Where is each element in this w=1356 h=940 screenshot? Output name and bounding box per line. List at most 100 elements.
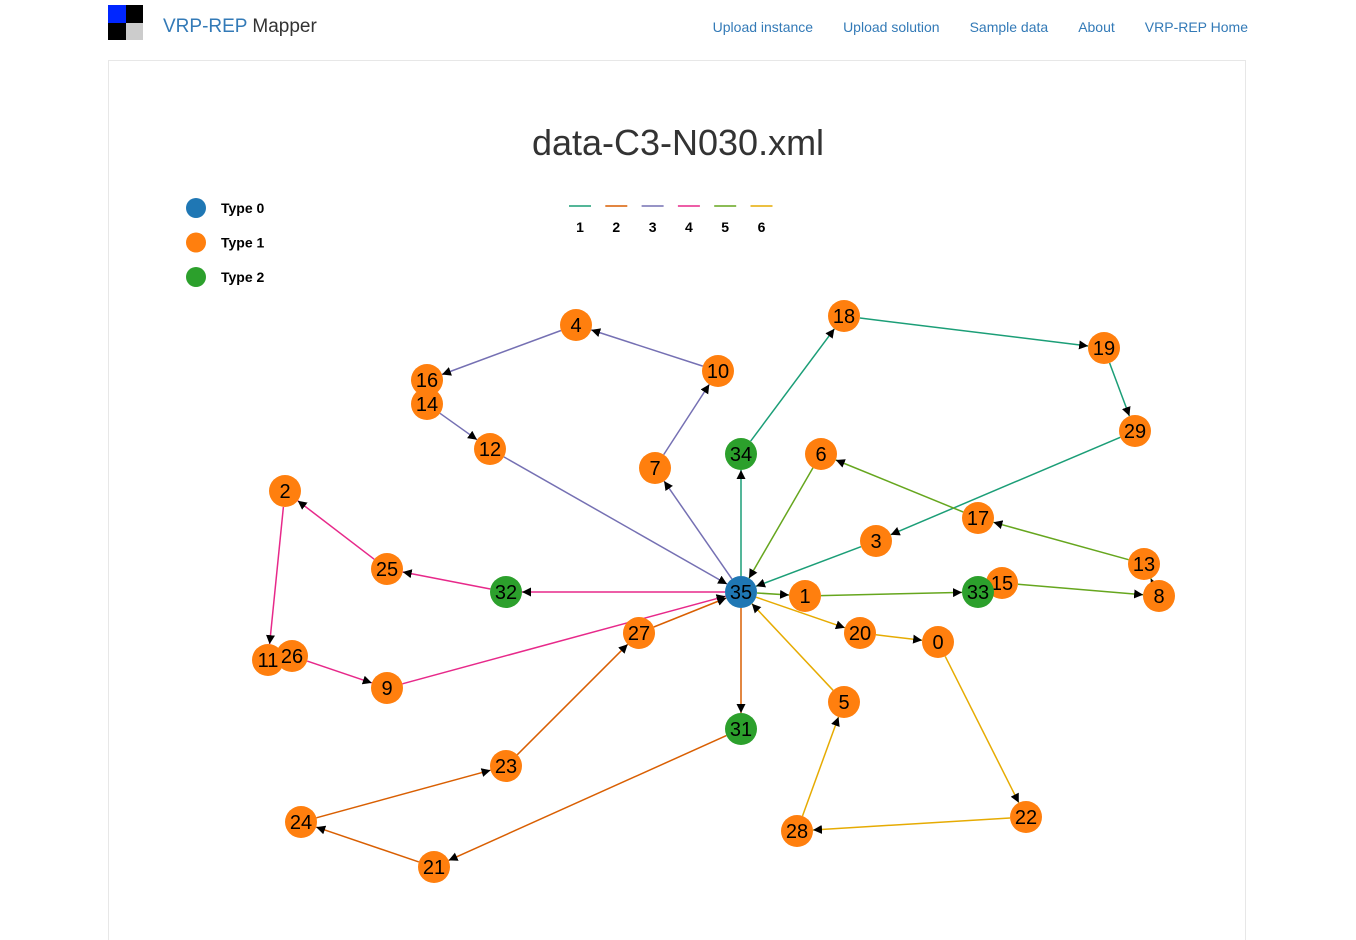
node-34-label: 34 bbox=[730, 444, 752, 466]
node-15[interactable]: 15 bbox=[986, 567, 1018, 599]
node-13-label: 13 bbox=[1133, 554, 1155, 576]
node-24-circle bbox=[285, 806, 317, 838]
node-24[interactable]: 24 bbox=[285, 806, 317, 838]
route-5-edge-17-6 bbox=[835, 459, 964, 513]
node-23[interactable]: 23 bbox=[490, 750, 522, 782]
node-11[interactable]: 11 bbox=[252, 644, 284, 676]
legend-route-1-label: 1 bbox=[576, 219, 584, 235]
route-3-edge-12-35 bbox=[503, 456, 728, 585]
route-4-edge-25-2 bbox=[297, 500, 375, 560]
node-34[interactable]: 34 bbox=[725, 438, 757, 470]
node-32[interactable]: 32 bbox=[490, 576, 522, 608]
node-22[interactable]: 22 bbox=[1010, 801, 1042, 833]
node-24-label: 24 bbox=[290, 812, 312, 834]
node-2[interactable]: 2 bbox=[269, 475, 301, 507]
node-15-label: 15 bbox=[991, 573, 1013, 595]
node-25-label: 25 bbox=[376, 559, 398, 581]
node-11-label: 11 bbox=[258, 650, 279, 672]
node-28[interactable]: 28 bbox=[781, 815, 813, 847]
node-27[interactable]: 27 bbox=[623, 617, 655, 649]
node-0-label: 0 bbox=[932, 632, 943, 654]
node-7[interactable]: 7 bbox=[639, 452, 671, 484]
node-25-circle bbox=[371, 553, 403, 585]
route-5-edge-1-33 bbox=[820, 588, 963, 598]
nav-links: Upload instance Upload solution Sample d… bbox=[713, 17, 1248, 37]
node-19[interactable]: 19 bbox=[1088, 332, 1120, 364]
node-12[interactable]: 12 bbox=[474, 433, 506, 465]
node-1[interactable]: 1 bbox=[789, 580, 821, 612]
node-3[interactable]: 3 bbox=[860, 525, 892, 557]
route-4-edge-9-35 bbox=[402, 594, 726, 685]
node-13-circle bbox=[1128, 548, 1160, 580]
node-20-label: 20 bbox=[849, 623, 871, 645]
nav-about-link[interactable]: About bbox=[1078, 19, 1115, 35]
node-16-label: 16 bbox=[416, 370, 438, 392]
route-6-edge-5-35 bbox=[751, 603, 834, 691]
node-33-circle bbox=[962, 576, 994, 608]
vrp-rep-logo-icon[interactable] bbox=[108, 5, 143, 40]
legend-route-4-label: 4 bbox=[685, 219, 693, 235]
node-8[interactable]: 8 bbox=[1143, 580, 1175, 612]
map-panel bbox=[108, 60, 1246, 940]
node-1-circle bbox=[789, 580, 821, 612]
node-18[interactable]: 18 bbox=[828, 300, 860, 332]
route-2-edge-21-24 bbox=[315, 825, 420, 863]
node-2-label: 2 bbox=[279, 481, 290, 503]
node-29[interactable]: 29 bbox=[1119, 415, 1151, 447]
node-28-circle bbox=[781, 815, 813, 847]
node-26-label: 26 bbox=[281, 646, 303, 668]
node-25[interactable]: 25 bbox=[371, 553, 403, 585]
node-33[interactable]: 33 bbox=[962, 576, 994, 608]
node-0-circle bbox=[922, 626, 954, 658]
node-7-circle bbox=[639, 452, 671, 484]
node-3-circle bbox=[860, 525, 892, 557]
route-5-edge-13-17 bbox=[993, 520, 1129, 561]
node-5[interactable]: 5 bbox=[828, 686, 860, 718]
node-29-label: 29 bbox=[1124, 421, 1146, 443]
node-0[interactable]: 0 bbox=[922, 626, 954, 658]
legend-type-0-swatch bbox=[186, 198, 206, 218]
node-35[interactable]: 35 bbox=[725, 576, 757, 608]
node-21[interactable]: 21 bbox=[418, 851, 450, 883]
node-13[interactable]: 13 bbox=[1128, 548, 1160, 580]
node-18-label: 18 bbox=[833, 306, 855, 328]
node-1-label: 1 bbox=[799, 586, 810, 608]
legend-route-6-label: 6 bbox=[758, 219, 766, 235]
node-17-label: 17 bbox=[967, 508, 989, 530]
route-6-edge-22-28 bbox=[812, 817, 1011, 834]
node-17-circle bbox=[962, 502, 994, 534]
node-10[interactable]: 10 bbox=[702, 355, 734, 387]
node-17[interactable]: 17 bbox=[962, 502, 994, 534]
route-2-edge-31-21 bbox=[448, 734, 727, 862]
node-6-circle bbox=[805, 438, 837, 470]
brand-title[interactable]: VRP-REP Mapper bbox=[163, 15, 317, 39]
route-2-edge-24-23 bbox=[316, 768, 491, 819]
node-31[interactable]: 31 bbox=[725, 713, 757, 745]
node-32-circle bbox=[490, 576, 522, 608]
node-6[interactable]: 6 bbox=[805, 438, 837, 470]
node-28-label: 28 bbox=[786, 821, 808, 843]
node-16[interactable]: 16 bbox=[411, 364, 443, 396]
node-26[interactable]: 26 bbox=[276, 640, 308, 672]
node-20-circle bbox=[844, 617, 876, 649]
node-4[interactable]: 4 bbox=[560, 309, 592, 341]
node-31-circle bbox=[725, 713, 757, 745]
route-3-edge-14-12 bbox=[439, 412, 478, 441]
node-20[interactable]: 20 bbox=[844, 617, 876, 649]
nav-sample-data-link[interactable]: Sample data bbox=[969, 19, 1049, 35]
node-26-circle bbox=[276, 640, 308, 672]
node-19-label: 19 bbox=[1093, 338, 1115, 360]
node-9[interactable]: 9 bbox=[371, 672, 403, 704]
nav-vrp-rep-home-link[interactable]: VRP-REP Home bbox=[1144, 19, 1248, 35]
legend-type-1-label: Type 1 bbox=[221, 235, 265, 251]
node-5-label: 5 bbox=[838, 692, 849, 714]
node-32-label: 32 bbox=[495, 582, 517, 604]
nav-upload-instance-link[interactable]: Upload instance bbox=[712, 19, 814, 35]
nav-upload-solution-link[interactable]: Upload solution bbox=[843, 19, 940, 35]
node-14[interactable]: 14 bbox=[411, 388, 443, 420]
node-22-circle bbox=[1010, 801, 1042, 833]
node-23-label: 23 bbox=[495, 756, 517, 778]
